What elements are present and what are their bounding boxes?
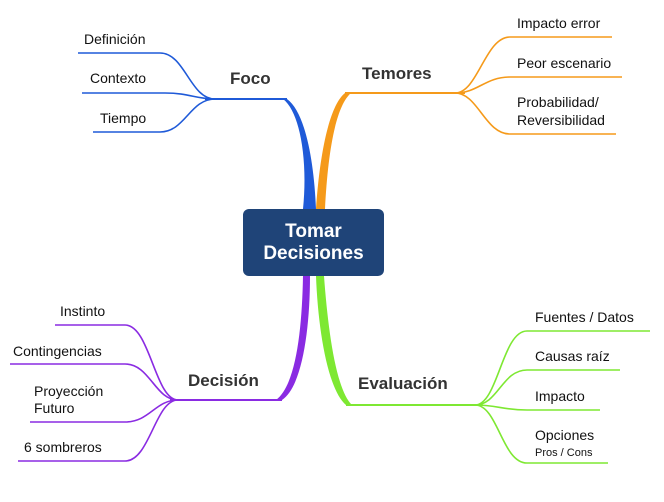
decision-connector-3 xyxy=(30,399,179,423)
evaluacion-connector-1 xyxy=(474,330,650,406)
decision-connector-1 xyxy=(55,324,179,401)
branch-label-decision: Decisión xyxy=(188,371,259,390)
evaluacion-connector-2 xyxy=(474,369,620,406)
leaf-impacto-error: Impacto error xyxy=(517,15,601,31)
leaf-fuentes-datos: Fuentes / Datos xyxy=(535,309,634,325)
leaf-instinto: Instinto xyxy=(60,303,105,319)
leaf-pros-cons: Pros / Cons xyxy=(535,447,593,459)
branch-decision: Decisión Instinto Contingencias Proyecci… xyxy=(10,276,310,462)
branch-foco: Foco Definición Contexto Tiempo xyxy=(78,31,316,209)
central-topic: Tomar Decisiones xyxy=(243,209,384,276)
trunk-evaluacion xyxy=(316,276,352,405)
leaf-tiempo: Tiempo xyxy=(100,110,146,126)
leaf-proyeccion: Proyección xyxy=(34,383,103,399)
temores-connector-1 xyxy=(454,36,612,94)
central-topic-line1: Tomar xyxy=(285,220,342,242)
evaluacion-connector-3 xyxy=(474,404,600,411)
leaf-reversibilidad: Reversibilidad xyxy=(517,112,605,128)
trunk-temores xyxy=(316,93,351,209)
branch-label-evaluacion: Evaluación xyxy=(358,374,448,393)
trunk-foco xyxy=(283,99,316,209)
leaf-contexto: Contexto xyxy=(90,70,146,86)
leaf-causas-raiz: Causas raíz xyxy=(535,348,610,364)
trunk-decision xyxy=(276,276,310,400)
foco-connector-3 xyxy=(93,98,216,133)
foco-connector-2 xyxy=(82,92,216,100)
leaf-futuro: Futuro xyxy=(34,400,75,416)
leaf-probabilidad: Probabilidad/ xyxy=(517,94,599,110)
branch-label-foco: Foco xyxy=(230,69,271,88)
leaf-peor-escenario: Peor escenario xyxy=(517,55,611,71)
leaf-6-sombreros: 6 sombreros xyxy=(24,439,102,455)
branch-label-temores: Temores xyxy=(362,64,432,83)
decision-connector-4 xyxy=(18,399,179,462)
leaf-opciones: Opciones xyxy=(535,427,594,443)
central-topic-line2: Decisiones xyxy=(263,242,364,264)
temores-connector-2 xyxy=(454,76,622,94)
foco-connector-1 xyxy=(78,52,216,100)
temores-connector-3 xyxy=(454,92,616,135)
leaf-impacto: Impacto xyxy=(535,388,585,404)
leaf-contingencias: Contingencias xyxy=(13,343,102,359)
branch-temores: Temores Impacto error Peor escenario Pro… xyxy=(316,15,622,209)
leaf-definicion: Definición xyxy=(84,31,145,47)
decision-connector-2 xyxy=(10,363,179,401)
branch-evaluacion: Evaluación Fuentes / Datos Causas raíz I… xyxy=(316,276,650,464)
evaluacion-connector-4 xyxy=(474,404,608,464)
